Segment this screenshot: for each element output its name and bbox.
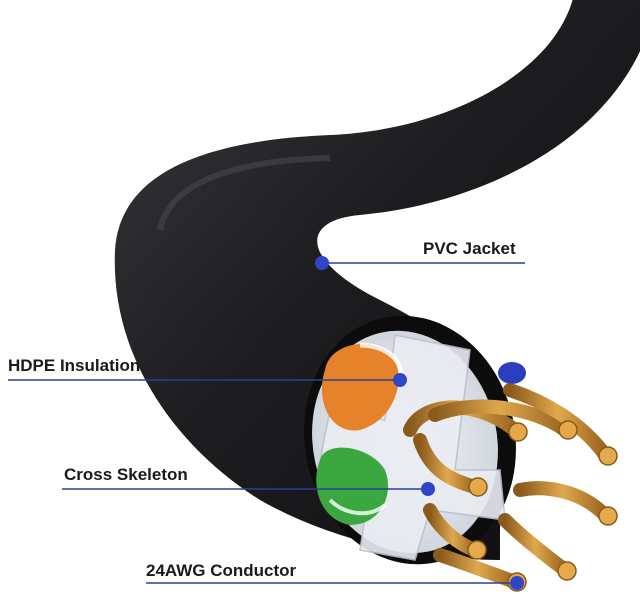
label-hdpe-insulation: HDPE Insulation: [8, 356, 141, 375]
leader-hdpe-insulation: [8, 373, 407, 387]
pair-insulation: [316, 342, 526, 525]
copper-conductors: [403, 383, 618, 592]
pvc-jacket-shape: [114, 0, 640, 560]
label-pvc-jacket: PVC Jacket: [423, 239, 516, 258]
leader-cross-skeleton: [62, 482, 435, 496]
leader-pvc-jacket: [315, 256, 525, 270]
label-cross-skeleton: Cross Skeleton: [64, 465, 188, 484]
label-conductor: 24AWG Conductor: [146, 561, 297, 580]
leader-conductor: [146, 576, 524, 590]
